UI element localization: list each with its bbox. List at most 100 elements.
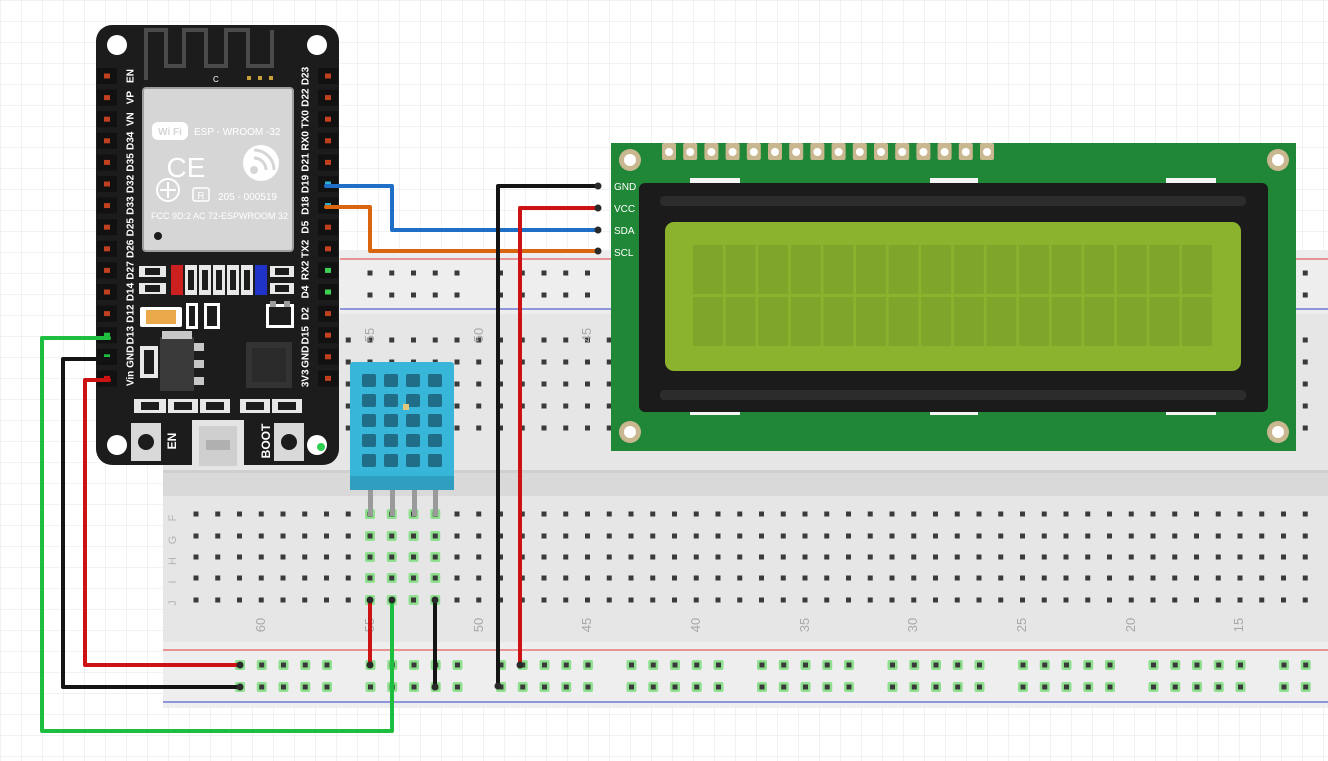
breadboard-hole: [976, 511, 982, 517]
breadboard-hole: [846, 533, 851, 539]
breadboard-hole: [1063, 597, 1069, 603]
breadboard-hole: [824, 662, 830, 668]
wire-red-lcd-vcc: [518, 206, 600, 667]
breadboard-hole: [1107, 597, 1112, 603]
header-pin-right-contact: [325, 224, 331, 230]
vent-slot: [428, 374, 442, 387]
lcd-header-hole: [940, 148, 949, 156]
breadboard-hole: [1172, 575, 1178, 581]
header-pin-right-contact: [325, 289, 331, 295]
breadboard-hole: [1172, 597, 1178, 603]
vent-slot: [362, 414, 376, 427]
row-letter-f: F: [167, 514, 179, 521]
breadboard-hole: [737, 511, 743, 517]
column-number: 25: [1014, 618, 1029, 632]
wire-endpoint: [366, 596, 374, 604]
antenna-mark: C: [213, 75, 219, 84]
breadboard-hole: [563, 684, 569, 690]
breadboard-hole: [476, 533, 482, 539]
breadboard-hole: [1238, 662, 1243, 668]
lcd-1602-module[interactable]: GND VCC SDA SCL: [611, 143, 1296, 451]
wire-endpoints: [236, 182, 602, 691]
breadboard-hole: [1150, 575, 1156, 581]
fcc-id-text: FCC 9D:2 AC 72-ESPWROOM 32: [151, 211, 288, 221]
breadboard-hole: [889, 554, 895, 560]
breadboard-hole: [280, 554, 286, 560]
breadboard-hole: [563, 270, 569, 276]
breadboard-hole: [585, 662, 591, 668]
breadboard-hole: [432, 292, 438, 298]
breadboard-hole: [476, 575, 482, 581]
breadboard-hole: [1259, 554, 1265, 560]
breadboard-hole: [498, 554, 503, 560]
breadboard-hole: [519, 533, 525, 539]
pin-label-vn: VN: [126, 112, 137, 126]
pin-label-d12: D12: [126, 304, 137, 323]
breadboard-hole: [585, 575, 590, 581]
en-button[interactable]: [131, 423, 161, 461]
breadboard-hole: [846, 662, 852, 668]
breadboard-hole: [542, 684, 547, 690]
esp32-devkit-board[interactable]: C Wi Fi ESP - WROOM -32 CE R 205 - 00051…: [96, 25, 339, 468]
breadboard-hole: [1194, 533, 1199, 539]
column-number: 55: [362, 328, 377, 342]
breadboard-hole: [324, 533, 329, 539]
vent-slot: [384, 374, 398, 387]
breadboard-hole: [519, 381, 525, 387]
breadboard-hole: [585, 381, 590, 387]
breadboard-hole: [715, 511, 721, 517]
breadboard-hole: [541, 381, 547, 387]
breadboard-hole: [411, 337, 416, 343]
breadboard-hole: [498, 511, 503, 517]
vent-slot: [362, 374, 376, 387]
wire-endpoint: [594, 182, 602, 190]
breadboard-hole: [541, 597, 547, 603]
breadboard-hole: [1215, 575, 1221, 581]
lcd-char-cell: [693, 297, 723, 346]
breadboard-hole: [563, 403, 569, 409]
vent-slot: [384, 454, 398, 467]
lcd-char-cell: [758, 297, 789, 346]
breadboard-hole: [1172, 511, 1178, 517]
breadboard-hole: [694, 684, 700, 690]
breadboard-hole: [1302, 533, 1308, 539]
header-pin-left-contact: [104, 116, 110, 122]
telec-logo-icon: [156, 178, 180, 202]
breadboard-hole: [1107, 511, 1112, 517]
lcd-header-hole: [877, 148, 885, 156]
vent-slot: [428, 454, 442, 467]
breadboard-hole: [1215, 597, 1221, 603]
breadboard-hole: [1151, 662, 1156, 668]
lcd-char-cell: [1019, 245, 1049, 294]
header-pin-left-contact: [104, 73, 110, 79]
breadboard-hole: [628, 533, 634, 539]
breadboard-hole: [1259, 575, 1265, 581]
breadboard-hole: [1041, 597, 1047, 603]
breadboard-hole: [780, 554, 786, 560]
breadboard-hole: [345, 403, 351, 409]
breadboard-hole: [693, 511, 699, 517]
breadboard-hole: [889, 511, 895, 517]
breadboard-hole: [476, 425, 482, 431]
breadboard-hole: [302, 597, 308, 603]
breadboard-hole: [1128, 554, 1134, 560]
breadboard-hole: [1302, 403, 1308, 409]
breadboard-hole: [824, 554, 830, 560]
breadboard-hole: [716, 684, 721, 690]
breadboard-hole: [802, 554, 808, 560]
vent-slot: [384, 394, 398, 407]
breadboard-hole: [1064, 662, 1069, 668]
lcd-char-cell: [921, 245, 952, 294]
breadboard-hole: [606, 337, 612, 343]
boot-button[interactable]: [274, 423, 304, 461]
en-button-label: EN: [165, 433, 179, 450]
dht11-sensor[interactable]: [350, 362, 454, 516]
column-number: 60: [253, 618, 268, 632]
breadboard-hole: [672, 575, 677, 581]
breadboard-hole: [454, 270, 460, 276]
column-number: 15: [1231, 618, 1246, 632]
breadboard-hole: [954, 554, 960, 560]
breadboard-hole: [389, 575, 395, 581]
breadboard-hole: [1020, 597, 1025, 603]
